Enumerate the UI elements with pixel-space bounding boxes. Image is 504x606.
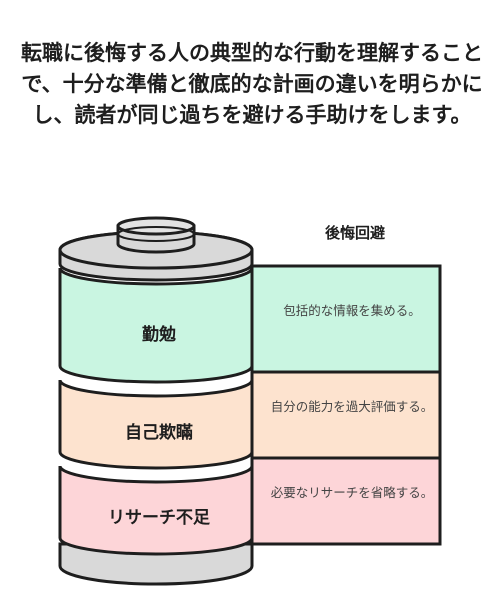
layer-label-diligence: 勤勉 — [142, 325, 176, 345]
note-box-2 — [250, 370, 442, 460]
note-diligence: 包括的な情報を集める。 — [283, 303, 421, 318]
battery-terminal-ring — [117, 226, 195, 242]
segment-self-deception — [58, 379, 254, 470]
note-self-deception: 自分の能力を過大評価する。 — [270, 399, 434, 414]
battery-bottom-cap — [58, 542, 254, 586]
regret-avoidance-header: 後悔回避 — [324, 224, 385, 242]
segment-diligence — [58, 267, 254, 384]
diagram-title: 転職に後悔する人の典型的な行動を理解することで、十分な準備と徹底的な計画の違いを… — [21, 41, 483, 127]
segment-research — [58, 465, 254, 556]
layer-label-self-deception: 自己欺瞞 — [125, 423, 193, 443]
note-box-1 — [250, 264, 442, 374]
note-box-3 — [250, 456, 442, 546]
layer-label-research: リサーチ不足 — [108, 508, 210, 528]
note-research: 必要なリサーチを省略する。 — [270, 485, 434, 500]
